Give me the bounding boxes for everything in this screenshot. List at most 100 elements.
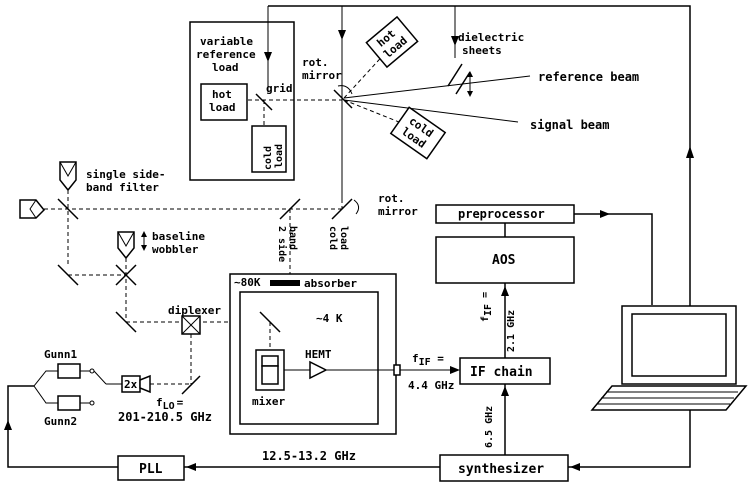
synthesizer-label: synthesizer — [458, 462, 544, 477]
synthesizer-box — [439, 454, 569, 482]
ssb-lower-mirror — [57, 264, 79, 286]
dielectric-sheet-2 — [455, 71, 471, 95]
gunn2-box — [57, 395, 81, 411]
flo-label: fLO= — [156, 396, 184, 412]
synth-to-ifchain-arrow — [501, 386, 509, 396]
mirror-control-arrow — [338, 30, 346, 40]
absorber-label: absorber — [304, 277, 357, 290]
ifchain-input-arrow — [450, 366, 460, 374]
rot-mirror-top — [333, 89, 353, 109]
fif-vert-sub: IF — [483, 304, 494, 316]
preprocessor-label: preprocessor — [458, 207, 545, 221]
baseline-wobbler-label-1: baseline — [152, 230, 205, 243]
variable-reference-label-2: reference — [196, 48, 256, 61]
two-side-band-label-2: band — [287, 226, 298, 250]
gunn-switch-blade — [93, 370, 107, 385]
ssb-filter-label-1: single side- — [86, 168, 165, 181]
six-five-label: 6.5 GHz — [484, 406, 495, 448]
gunn2-switch-node — [89, 400, 95, 406]
absorber-prefix-label: ~80K — [234, 276, 261, 289]
rot-mirror-top-rotation — [337, 85, 353, 95]
four-k-label: ~4 K — [316, 312, 343, 325]
ssb-filter-label-2: band filter — [86, 181, 159, 194]
cryostat-feedthrough — [393, 364, 401, 376]
fif-left-label: fIF = — [412, 352, 444, 368]
beam-to-cold-load — [343, 99, 405, 125]
baseline-wobbler-label-2: wobbler — [152, 243, 199, 256]
cold-load-mid-label-1: cold — [327, 226, 338, 250]
synth-to-pll-arrow — [186, 463, 196, 471]
cryostat-mirror — [259, 311, 281, 333]
hot-load-box-left — [200, 83, 248, 121]
two-side-band-label-1: 2 side — [276, 226, 288, 262]
multiplier-label: 2x — [124, 378, 138, 391]
pll-freq-label: 12.5-13.2 GHz — [262, 449, 356, 463]
if-chain-box — [459, 357, 551, 385]
gunn1-switch-node — [89, 368, 95, 374]
cold-load-left-label-1: cold — [263, 146, 274, 170]
fif-vert-f: f — [480, 316, 491, 322]
ssb-filter-horn-inner — [59, 161, 77, 178]
hemt-label: HEMT — [305, 348, 332, 361]
signal-beam-line — [343, 99, 519, 123]
fif-vert-label: fIF = — [480, 292, 494, 322]
cold-load-right-box — [389, 106, 447, 160]
gunn2-label: Gunn2 — [44, 415, 77, 428]
ssb-mirror — [57, 198, 79, 220]
hot-load-left-label-1: hot — [212, 88, 232, 101]
wobbler-mirror-b — [115, 264, 137, 286]
rot-mirror-mid — [331, 198, 353, 220]
left-termination-horn-inner — [29, 199, 37, 219]
pll-label: PLL — [139, 462, 163, 477]
variable-reference-label-3: load — [212, 61, 239, 74]
gunn1-label: Gunn1 — [44, 348, 77, 361]
ref-load-control-arrow — [264, 52, 272, 62]
rot-mirror-top-label-2: mirror — [302, 69, 342, 82]
wobbler-horn-inner — [117, 231, 135, 248]
reference-beam-line — [343, 75, 531, 99]
computer-top-control-wire — [268, 5, 691, 315]
computer-to-synth-arrow — [570, 463, 580, 471]
wobbler-arrow-up — [141, 231, 147, 237]
reference-beam-label: reference beam — [538, 70, 639, 84]
rot-mirror-top-label-1: rot. — [302, 56, 329, 69]
cold-load-mid-label-2: load — [338, 226, 349, 250]
rot-mirror-mid-label-2: mirror — [378, 205, 418, 218]
diplexer-cross-2 — [181, 315, 201, 335]
pll-to-gunn-arrow — [4, 420, 12, 430]
variable-reference-label-1: variable — [200, 35, 253, 48]
lower-left-mirror — [115, 311, 137, 333]
mixer-label: mixer — [252, 395, 285, 408]
fif-vert-eq: = — [480, 292, 491, 304]
preprocessor-arrow — [600, 210, 610, 218]
fif-left-eq: = — [431, 352, 445, 365]
dielectric-sheet-1 — [447, 63, 463, 87]
hemt-amplifier — [309, 360, 328, 380]
cold-load-left-label-2: load — [274, 144, 285, 168]
fif-left-sub: IF — [419, 357, 431, 368]
flo-sub: LO — [163, 401, 175, 412]
lo-range-label: 201-210.5 GHz — [118, 410, 212, 424]
diplexer-label: diplexer — [168, 304, 221, 317]
hot-load-left-label-2: load — [209, 101, 236, 114]
pll-box — [117, 455, 185, 481]
computer-to-synth-wire — [568, 410, 691, 468]
mixer-block — [261, 365, 279, 385]
dielectric-arrow-up — [467, 71, 473, 77]
gunn1-box — [57, 363, 81, 379]
flo-f: f — [156, 396, 163, 409]
dielectric-control-arrow — [451, 36, 459, 46]
signal-beam-label: signal beam — [530, 118, 609, 132]
flo-eq: = — [177, 396, 184, 409]
ifchain-to-aos-arrow — [501, 286, 509, 296]
lo-mirror — [181, 375, 201, 395]
rot-mirror-mid-rotation — [353, 199, 360, 215]
fif-left-f: f — [412, 352, 419, 365]
multiplier-horn — [139, 374, 151, 394]
hot-load-top-box — [365, 15, 419, 69]
if-chain-label: IF chain — [470, 365, 533, 380]
fif-left-value: 4.4 GHz — [408, 379, 454, 392]
grid-label: grid — [266, 82, 293, 95]
dielectric-label-1: dielectric — [458, 31, 524, 44]
beam-to-hot-load — [343, 49, 389, 99]
